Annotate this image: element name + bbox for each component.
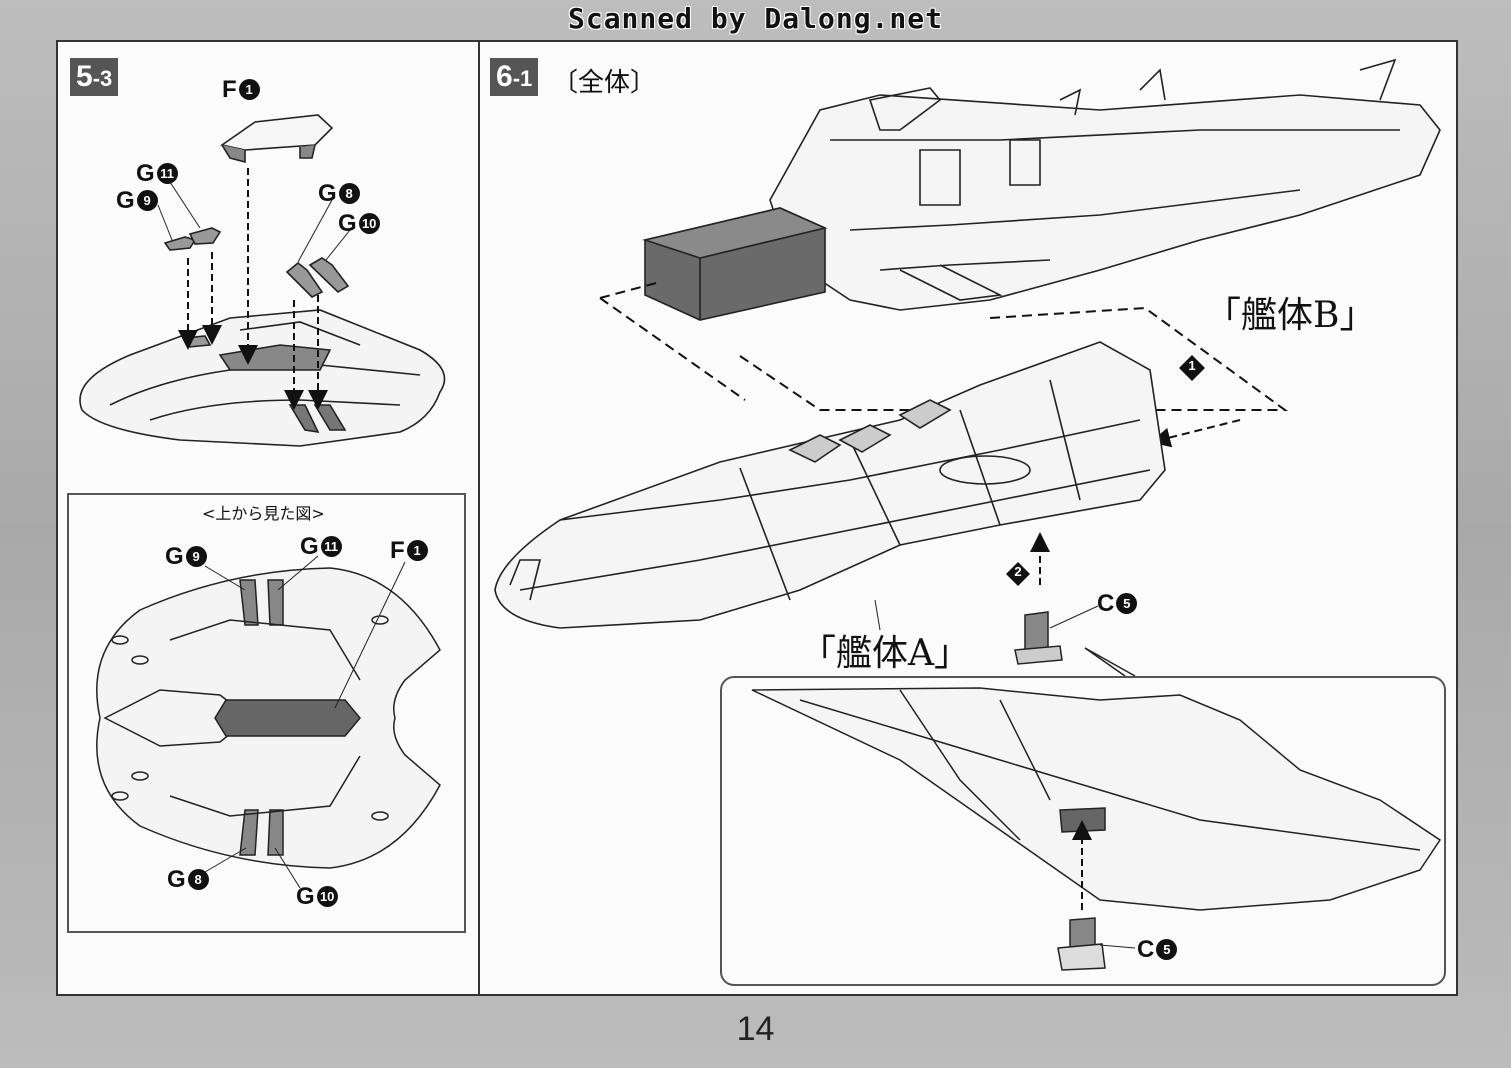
part-letter: C bbox=[1137, 936, 1155, 963]
step-6-1-badge: 6-1 bbox=[490, 58, 539, 96]
step-major: 6 bbox=[496, 60, 513, 93]
step-5-3-badge: 5-3 bbox=[70, 58, 119, 96]
part-number: 10 bbox=[316, 886, 338, 907]
part-letter: G bbox=[116, 187, 135, 214]
hull-b-drawing bbox=[769, 58, 1441, 311]
top-view-title: <上から見た図> bbox=[202, 504, 325, 523]
underside-detail-inset bbox=[720, 676, 1446, 986]
page-number: 14 bbox=[736, 1010, 775, 1048]
part-number: 11 bbox=[156, 163, 178, 184]
part-letter: G bbox=[300, 533, 319, 560]
callout-1-number: 1 bbox=[1188, 358, 1196, 373]
hull-b-label: 「艦体B」 bbox=[1205, 295, 1376, 336]
part-number: 11 bbox=[320, 536, 342, 557]
callout-2-number: 2 bbox=[1014, 564, 1022, 579]
panel-divider bbox=[478, 42, 480, 994]
step-6-1-heading: 〔全体〕 bbox=[552, 68, 657, 98]
part-number: 5 bbox=[1116, 593, 1138, 614]
part-number: 9 bbox=[136, 190, 158, 211]
part-letter: G bbox=[136, 160, 155, 187]
step-major: 5 bbox=[76, 60, 93, 93]
step-minor: -1 bbox=[512, 66, 533, 91]
top-view-inset bbox=[67, 493, 466, 933]
part-number: 1 bbox=[238, 79, 260, 100]
part-letter: G bbox=[338, 210, 357, 237]
part-number: 9 bbox=[185, 546, 207, 567]
part-number: 8 bbox=[187, 869, 209, 890]
underside-detail-drawing bbox=[751, 687, 1442, 911]
part-letter: F bbox=[390, 537, 405, 564]
step-minor: -3 bbox=[92, 66, 113, 91]
part-letter: C bbox=[1097, 590, 1115, 617]
part-letter: F bbox=[222, 76, 237, 103]
part-letter: G bbox=[167, 866, 186, 893]
bridge-exploded-view bbox=[79, 114, 446, 447]
part-number: 1 bbox=[406, 540, 428, 561]
part-letter: G bbox=[165, 543, 184, 570]
top-view-drawing bbox=[96, 567, 441, 869]
stand-box bbox=[642, 207, 828, 321]
part-c5-top bbox=[1014, 611, 1063, 665]
part-letter: G bbox=[296, 883, 315, 910]
scanned-by-watermark: Scanned by Dalong.net bbox=[567, 2, 943, 35]
part-number: 5 bbox=[1156, 939, 1178, 960]
part-c5-bottom bbox=[1057, 917, 1106, 971]
part-letter: G bbox=[318, 180, 337, 207]
hull-a-label: 「艦体A」 bbox=[800, 633, 970, 674]
part-number: 10 bbox=[358, 213, 380, 234]
hull-a-drawing bbox=[494, 341, 1166, 629]
part-number: 8 bbox=[338, 183, 360, 204]
